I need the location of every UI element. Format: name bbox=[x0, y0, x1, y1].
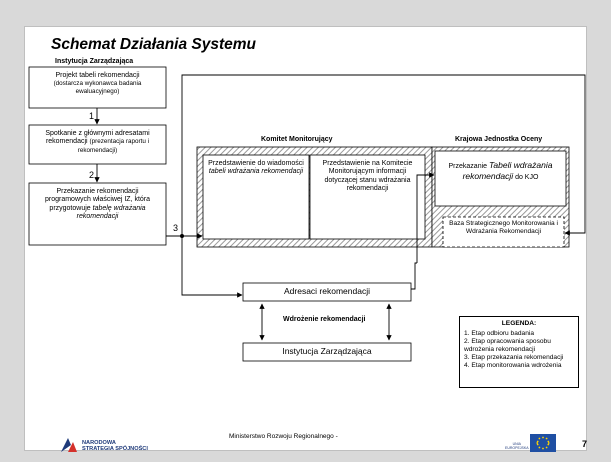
box-kjo1-text: Przekazanie Tabeli wdrażania rekomendacj… bbox=[448, 160, 553, 182]
box-kjo1 bbox=[434, 150, 567, 207]
box-spotkanie-text: Spotkanie z głównymi adresatami rekomend… bbox=[45, 130, 150, 154]
footer-ministry: Ministerstwo Rozwoju Regionalnego - bbox=[229, 433, 338, 440]
legend-item: 1. Etap odbioru badania bbox=[464, 330, 535, 338]
junction-dot bbox=[180, 234, 184, 238]
nss-logo-icon bbox=[61, 438, 77, 452]
box-iz-bottom-text: Instytucja Zarządzająca bbox=[282, 346, 372, 356]
box-km1 bbox=[202, 154, 310, 240]
line-adresaci-kjo bbox=[411, 262, 417, 290]
legend-title: LEGENDA: bbox=[501, 320, 537, 327]
step-1-label: 1 bbox=[89, 111, 95, 121]
box-projekt-text: Projekt tabeli rekomendacji (dostarcza w… bbox=[53, 72, 142, 95]
box-km2-text: Przedstawienie na Komitecie Monitorujący… bbox=[322, 160, 413, 193]
step-2-label: 2 bbox=[89, 170, 95, 180]
loop-line bbox=[181, 74, 586, 236]
box-przekazanie bbox=[28, 182, 167, 246]
box-przekazanie-text: Przekazanie rekomendacji programowych wł… bbox=[44, 188, 151, 221]
eu-text: UNIA EUROPEJSKA bbox=[505, 442, 529, 450]
box-kjo2-text: Baza Strategicznego Monitorowania i Wdra… bbox=[449, 220, 558, 235]
step-3-label: 3 bbox=[173, 223, 179, 233]
page-number: 7 bbox=[582, 439, 588, 449]
nss-logo-text: NARODOWA STRATEGIA SPÓJNOŚCI bbox=[82, 440, 148, 453]
legend-item: 2. Etap opracowania sposobu wdrożenia re… bbox=[464, 338, 551, 354]
diagram-canvas bbox=[28, 66, 586, 362]
arrow-to-kjo bbox=[416, 172, 435, 263]
legend: LEGENDA: 1. Etap odbioru badania 2. Etap… bbox=[459, 316, 579, 388]
header-kjo: Krajowa Jednostka Oceny bbox=[455, 136, 543, 143]
slide: Schemat Działania Systemu Instytucja Zar… bbox=[24, 26, 588, 453]
slide-title: Schemat Działania Systemu bbox=[51, 36, 257, 53]
box-adresaci-text: Adresaci rekomendacji bbox=[284, 286, 370, 296]
legend-item: 4. Etap monitorowania wdrożenia bbox=[464, 362, 562, 370]
legend-item: 3. Etap przekazania rekomendacji bbox=[464, 354, 564, 362]
box-km2 bbox=[309, 154, 426, 240]
header-iz: Instytucja Zarządzająca bbox=[55, 58, 134, 65]
box-kjo2 bbox=[442, 216, 565, 248]
wdrozenie-label: Wdrożenie rekomendacji bbox=[283, 316, 366, 323]
eu-flag-icon bbox=[530, 434, 556, 452]
box-adresaci bbox=[242, 282, 412, 302]
header-km: Komitet Monitorujący bbox=[261, 136, 333, 143]
box-projekt bbox=[28, 66, 167, 109]
line-to-adresaci bbox=[181, 236, 243, 298]
box-iz-bottom bbox=[242, 342, 412, 362]
box-km1-text: Przedstawienie do wiadomości tabeli wdra… bbox=[208, 160, 304, 176]
box-spotkanie bbox=[28, 124, 167, 165]
